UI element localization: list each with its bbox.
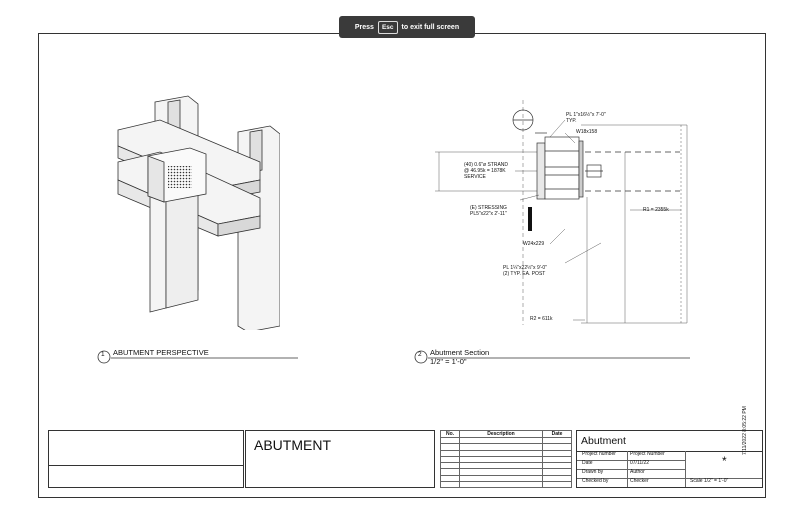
table-row xyxy=(440,449,572,457)
esc-key-hint[interactable]: Esc xyxy=(377,20,398,34)
banner-press-text: Press xyxy=(354,23,374,31)
plate-top-typ-annotation: TYP. xyxy=(566,118,577,124)
section-view-number: 2 xyxy=(418,351,422,358)
stressing-annotation-line2: PL5"x22"x 2'-11" xyxy=(470,211,507,217)
info-row-checked-by: Checked by Checker Scale 1/2" = 1'-0" xyxy=(578,478,762,487)
abutment-section-drawing xyxy=(435,100,688,325)
sheet-number-mark: * xyxy=(722,454,727,468)
revision-header-no: No. xyxy=(440,430,460,438)
table-row xyxy=(440,462,572,470)
plate-bottom-annotation-line1: PL 1¼"x22½"x 9'-0" xyxy=(503,265,547,271)
abutment-perspective-drawing xyxy=(117,95,280,330)
revision-header-date: Date xyxy=(542,430,572,438)
reaction-r2-label: R2 = 611k xyxy=(530,316,553,322)
revision-table: No. Description Date xyxy=(440,430,572,489)
perspective-view-title: ABUTMENT PERSPECTIVE xyxy=(113,348,209,357)
strand-annotation-line3: SERVICE xyxy=(464,174,486,180)
info-value-date: 07/11/22 xyxy=(630,460,650,466)
titleblock-logo-area xyxy=(48,430,244,488)
project-name: Abutment xyxy=(581,435,626,447)
scale-label: Scale 1/2" = 1'-0" xyxy=(690,478,729,484)
info-value-drawn-by: Author xyxy=(630,469,645,475)
w18-annotation: W18x158 xyxy=(576,129,598,135)
section-caption-marker xyxy=(414,350,690,364)
table-row xyxy=(440,436,572,445)
table-row xyxy=(440,474,572,483)
info-label-date: Date xyxy=(582,460,593,466)
print-timestamp: 7/11/2022 8:05:22 PM xyxy=(742,406,748,455)
info-value-checked-by: Checker xyxy=(630,478,649,484)
perspective-caption-marker xyxy=(97,350,298,364)
revision-header-description: Description xyxy=(459,430,543,438)
info-row-date: Date 07/11/22 xyxy=(578,460,762,469)
perspective-view-number: 1 xyxy=(101,351,105,358)
info-row-project-number: Project number Project Number xyxy=(578,451,762,460)
w24-annotation: W24x229 xyxy=(523,241,545,247)
reaction-r1-label: R1 = 2355k xyxy=(643,207,669,213)
section-view-scale: 1/2" = 1'-0" xyxy=(430,357,467,366)
plate-top-annotation: PL 1"x16½"x 7'-0" xyxy=(566,112,606,118)
table-row xyxy=(440,455,572,464)
info-label-checked-by: Checked by xyxy=(582,478,609,484)
revision-table-area: No. Description Date xyxy=(440,430,572,489)
fullscreen-banner: Press Esc to exit full screen xyxy=(339,16,475,38)
table-row xyxy=(440,443,572,451)
info-label-project-number: Project number xyxy=(582,451,616,457)
section-view-title: Abutment Section xyxy=(430,348,490,357)
plate-bottom-annotation-line2: (2) TYP. EA. POST xyxy=(503,271,546,277)
project-info-block: Abutment * xyxy=(576,430,763,488)
strand-annotation-line1: (40) 0.6"ø STRAND xyxy=(464,162,509,168)
table-row xyxy=(440,468,572,476)
sheet-title: ABUTMENT xyxy=(254,437,331,453)
info-row-drawn-by: Drawn by Author xyxy=(578,469,762,478)
info-value-project-number: Project Number xyxy=(630,451,665,457)
strand-annotation-line2: @ 46.95k = 1878K xyxy=(464,168,506,174)
titleblock-sheet-title-area: ABUTMENT xyxy=(245,430,435,488)
stressing-annotation-line1: (E) STRESSING xyxy=(470,205,507,211)
info-label-drawn-by: Drawn by xyxy=(582,469,604,475)
table-row xyxy=(440,481,572,489)
banner-rest-text: to exit full screen xyxy=(401,23,460,31)
